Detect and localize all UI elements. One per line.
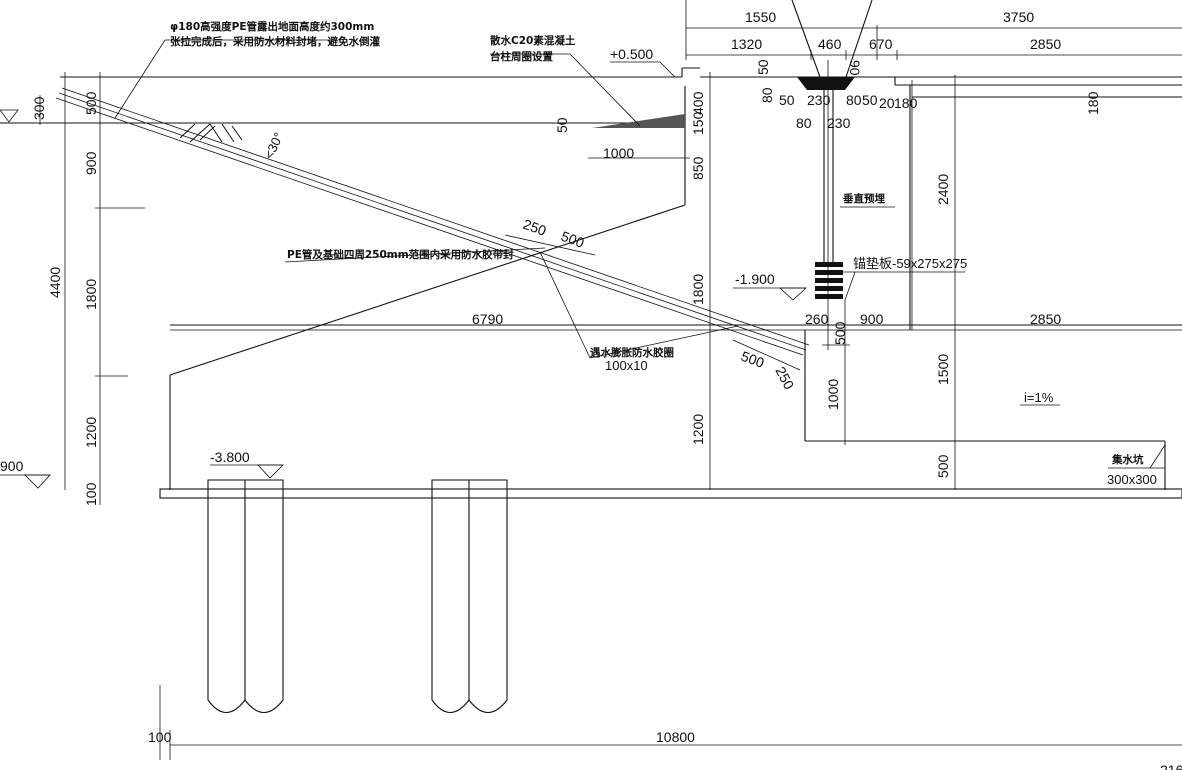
pile-2 [431, 479, 508, 714]
dim-20: 20 [879, 95, 895, 111]
dim-80-b: 80 [796, 115, 812, 131]
note-sump-size: 300x300 [1107, 472, 1157, 487]
note-water-ring: 遇水膨胀防水胶圈 [590, 346, 674, 359]
dim-1550: 1550 [745, 9, 776, 25]
dim-50-top: 50 [755, 59, 771, 75]
dim-50-b: 50 [862, 92, 878, 108]
pe-pipe-mid [61, 87, 810, 346]
outline-group [0, 0, 1182, 714]
anchor-spring [815, 262, 843, 299]
dim-500-left: 500 [83, 91, 99, 115]
note-pe-pipe-2: 张拉完成后，采用防水材料封堵，避免水倒灌 [170, 35, 380, 48]
level-mark-left-top [0, 109, 19, 123]
dim-50-wedge: 50 [554, 117, 570, 133]
note-c20-2: 台柱周圈设置 [490, 50, 553, 63]
dim-900-left: 900 [83, 151, 99, 175]
note-anchor-plate: 锚垫板-59x275x275 [853, 256, 967, 271]
dim-80-a: 80 [846, 92, 862, 108]
level-text: +0.500 -1.900 -3.800 900 [0, 46, 775, 474]
dim-150: 150 [690, 111, 706, 135]
note-water-ring-size: 100x10 [605, 358, 648, 373]
dim-180-b: 180 [1085, 91, 1101, 115]
soil-hatch [179, 123, 243, 143]
pedestal-slope [169, 204, 686, 376]
dim-216: 216 [1160, 762, 1182, 770]
level-mark-900 [24, 474, 51, 489]
dim-50-a: 50 [779, 92, 795, 108]
dim-260: 260 [805, 311, 829, 327]
dim-500-b: 500 [739, 348, 767, 371]
dim-300: 300 [31, 96, 47, 120]
dim-100-left: 100 [83, 482, 99, 506]
dim-1200-left: 1200 [83, 417, 99, 448]
dim-4400: 4400 [47, 267, 63, 298]
level-minus-1900: -1.900 [735, 271, 775, 287]
dim-1800-left: 1800 [83, 279, 99, 310]
note-slope: i=1% [1024, 390, 1054, 405]
top-ray-right [845, 0, 873, 78]
dim-1800-right: 1800 [690, 274, 706, 305]
dim-400: 400 [690, 91, 706, 115]
dim-900-right: 900 [860, 311, 884, 327]
dim-1000-pit: 1000 [825, 379, 841, 410]
dim-250-b: 250 [772, 364, 797, 392]
dim-850: 850 [690, 156, 706, 180]
note-vertical-embed: 垂直预埋 [843, 192, 885, 205]
dim-80-v: 80 [759, 87, 775, 103]
dim-1000-top: 1000 [603, 145, 634, 161]
note-pe-seal: PE管及基础四周250mm范围内采用防水胶带封 [287, 248, 514, 261]
dim-500-right: 500 [935, 454, 951, 478]
level-900: 900 [0, 458, 24, 474]
dim-90: 90 [847, 60, 863, 76]
note-pe-pipe: φ180高强度PE管露出地面高度约300mm [170, 20, 374, 33]
dim-500-a: 500 [559, 228, 587, 251]
dim-500-pit: 500 [832, 321, 848, 345]
dim-2850-mid: 2850 [1030, 311, 1061, 327]
dim-2400: 2400 [935, 174, 951, 205]
dim-1500: 1500 [935, 354, 951, 385]
pile-1 [207, 479, 284, 714]
top-ray-left [791, 0, 821, 78]
dim-10800: 10800 [656, 729, 695, 745]
dim-1320: 1320 [731, 36, 762, 52]
dim-100-bottom: 100 [148, 729, 172, 745]
level-minus-3800: -3.800 [210, 449, 250, 465]
anchor-head [797, 77, 855, 90]
note-text: φ180高强度PE管露出地面高度约300mm 张拉完成后，采用防水材料封堵，避免… [170, 20, 1157, 487]
dim-670: 670 [869, 36, 893, 52]
pe-pipe-top [58, 92, 807, 351]
dim-460: 460 [818, 36, 842, 52]
note-angle: <30° [261, 130, 286, 161]
dim-230-b: 230 [827, 115, 851, 131]
c20-wedge [592, 114, 685, 128]
dimension-text: 1550 3750 1320 460 670 2850 50 90 80 50 … [31, 9, 1182, 770]
note-c20: 散水C20素混凝土 [490, 34, 576, 47]
level-mark-1900 [778, 287, 808, 301]
dim-6790: 6790 [472, 311, 503, 327]
pe-pipe-bottom [55, 97, 804, 356]
dim-2850-top: 2850 [1030, 36, 1061, 52]
foundation-slab [159, 488, 1182, 499]
dim-250-a: 250 [521, 216, 549, 239]
dim-1200-right: 1200 [690, 414, 706, 445]
dim-230-a: 230 [807, 92, 831, 108]
dim-180-a: 180 [894, 95, 918, 111]
note-sump: 集水坑 [1111, 453, 1144, 466]
level-mark-3800 [257, 464, 284, 479]
level-plus-0500: +0.500 [610, 46, 653, 62]
dim-3750: 3750 [1003, 9, 1034, 25]
